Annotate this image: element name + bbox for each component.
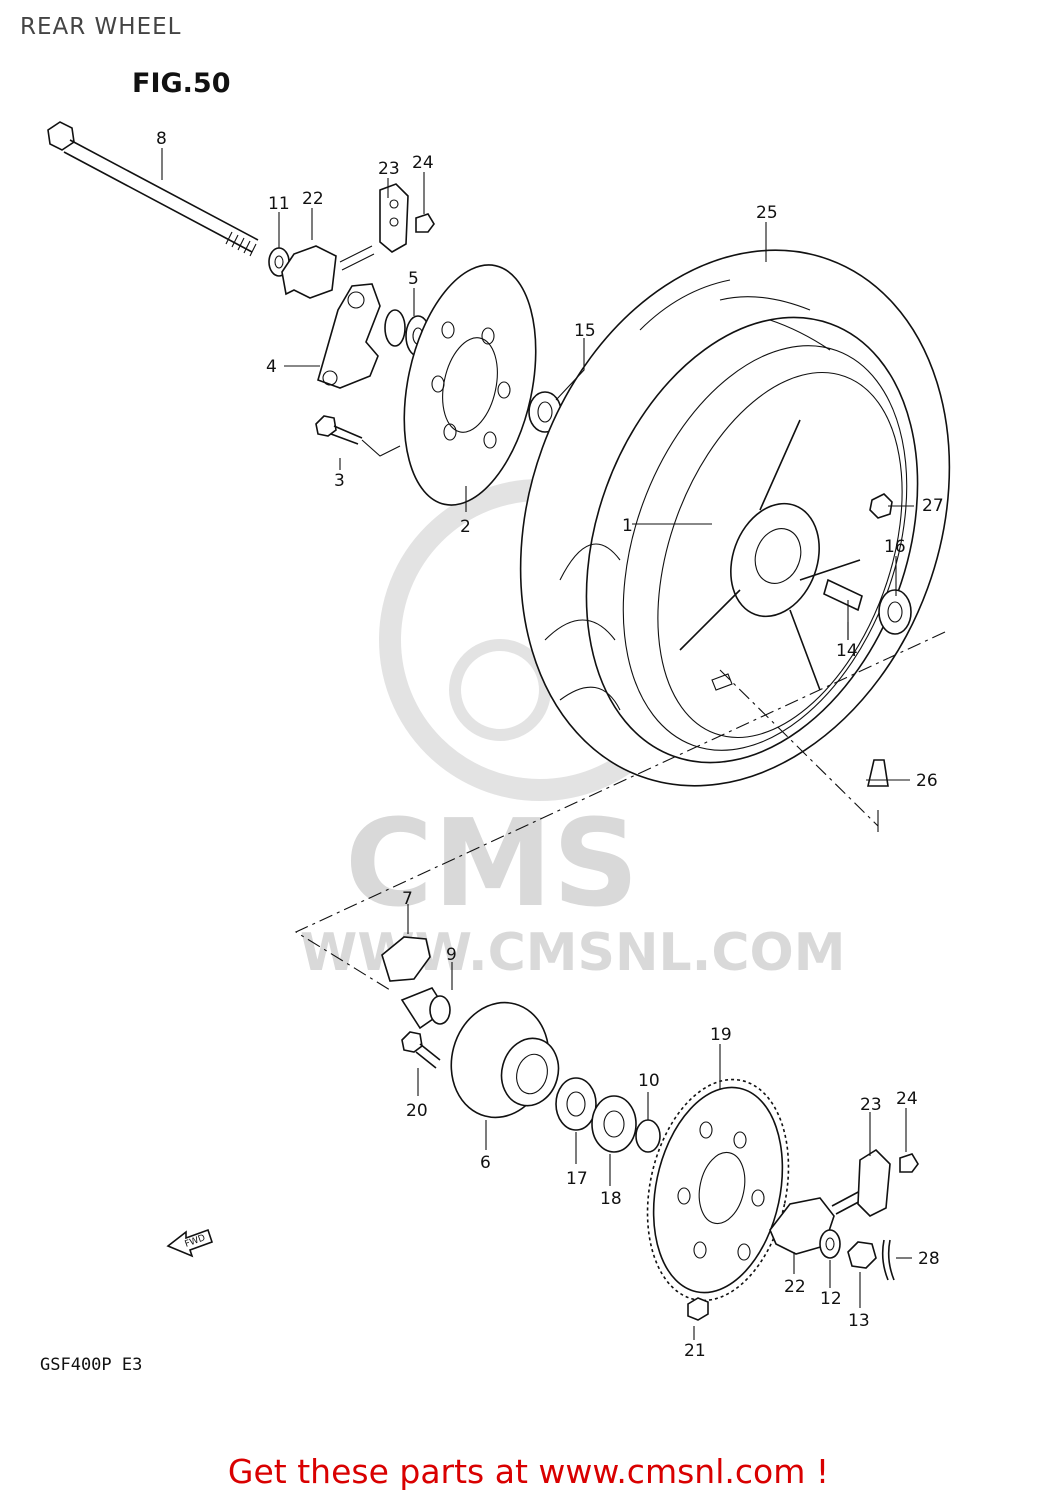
callout-20: 20	[406, 1101, 428, 1121]
callout-5: 5	[408, 269, 419, 289]
callout-14: 14	[836, 641, 858, 661]
callout-7: 7	[402, 889, 413, 909]
callout-10: 10	[638, 1071, 660, 1091]
forward-direction-arrow: FWD	[166, 1228, 214, 1258]
figure-label: FIG.50	[132, 68, 230, 99]
callout-3: 3	[334, 471, 345, 491]
callout-4: 4	[266, 357, 277, 377]
callout-27: 27	[922, 496, 944, 516]
sprocket-hub-part	[450, 1001, 560, 1119]
callout-1: 1	[622, 516, 633, 536]
leader-lines	[161, 148, 914, 1340]
watermark: CMS WWW.CMSNL.COM	[300, 479, 845, 983]
callout-22-lower: 22	[784, 1277, 806, 1297]
axle-part	[47, 121, 259, 257]
rear-wheel-part	[519, 249, 951, 787]
callout-13: 13	[848, 1311, 870, 1331]
callout-18: 18	[600, 1189, 622, 1209]
callout-24-lower: 24	[896, 1089, 918, 1109]
callout-12: 12	[820, 1289, 842, 1309]
callout-2: 2	[460, 517, 471, 537]
footer-cta-link[interactable]: Get these parts at www.cmsnl.com !	[227, 1452, 830, 1491]
callout-9: 9	[446, 945, 457, 965]
callout-8: 8	[156, 129, 167, 149]
callout-23-upper: 23	[378, 159, 400, 179]
callout-6: 6	[480, 1153, 491, 1173]
callout-22-upper: 22	[302, 189, 324, 209]
callout-21: 21	[684, 1341, 706, 1361]
callout-17: 17	[566, 1169, 588, 1189]
rear-sprocket-part	[646, 1078, 790, 1302]
callout-24-upper: 24	[412, 153, 434, 173]
model-code: GSF400P E3	[40, 1355, 142, 1375]
watermark-url: WWW.CMSNL.COM	[300, 923, 845, 983]
callout-numbers: 1 2 3 4 5 6 7 8 9 10 11 12 13 14 15 16 1…	[156, 129, 944, 1361]
brake-disc-part	[403, 264, 537, 506]
callout-15: 15	[574, 321, 596, 341]
watermark-brand: CMS	[345, 795, 639, 934]
callout-16: 16	[884, 537, 906, 557]
callout-11: 11	[268, 194, 290, 214]
callout-26: 26	[916, 771, 938, 791]
callout-19: 19	[710, 1025, 732, 1045]
callout-28: 28	[918, 1249, 940, 1269]
callout-25: 25	[756, 203, 778, 223]
callout-23-lower: 23	[860, 1095, 882, 1115]
page-title: REAR WHEEL	[20, 14, 182, 40]
